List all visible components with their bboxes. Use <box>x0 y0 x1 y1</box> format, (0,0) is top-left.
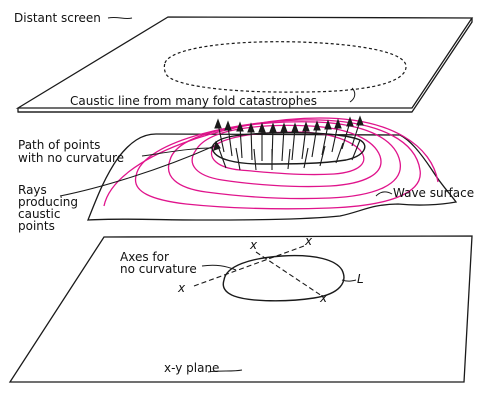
distant-screen-leader <box>107 16 133 20</box>
xy-plane-label: x-y plane <box>164 361 220 375</box>
no-curvature-axes <box>193 245 323 297</box>
axes-label-2: no curvature <box>120 262 197 276</box>
xy-plane <box>8 235 473 383</box>
axes-leader <box>201 264 237 271</box>
rays-label-1: Rays <box>18 183 47 197</box>
xy-plane-leader <box>207 369 243 373</box>
distant-screen-label: Distant screen <box>14 11 101 25</box>
wave-surface-leader <box>375 191 393 197</box>
caustic-line-curve <box>163 41 407 93</box>
distant-screen-plane <box>15 16 474 113</box>
curve-L-label: L <box>357 272 364 286</box>
axis-x-top-right: x <box>305 234 313 248</box>
curve-L <box>222 254 345 302</box>
rays-leader <box>59 145 215 197</box>
path-of-points-label-2: with no curvature <box>18 151 124 165</box>
axis-x-top-left: x <box>250 238 258 252</box>
rays-label-3: caustic <box>18 207 61 221</box>
wave-surface <box>87 115 458 221</box>
L-leader <box>341 279 357 282</box>
axes-label-1: Axes for <box>120 250 169 264</box>
axis-x-left: x <box>178 281 186 295</box>
rays-label-2: producing <box>18 195 79 209</box>
caustic-line-label: Caustic line from many fold catastrophes <box>70 94 317 108</box>
path-of-points-label-1: Path of points <box>18 138 101 152</box>
path-leader <box>141 147 213 157</box>
axis-x-bottom-right: x <box>320 291 328 305</box>
rays-label-4: points <box>18 219 55 233</box>
caustic-leader <box>349 87 356 103</box>
wave-surface-label: Wave surface <box>393 186 475 200</box>
